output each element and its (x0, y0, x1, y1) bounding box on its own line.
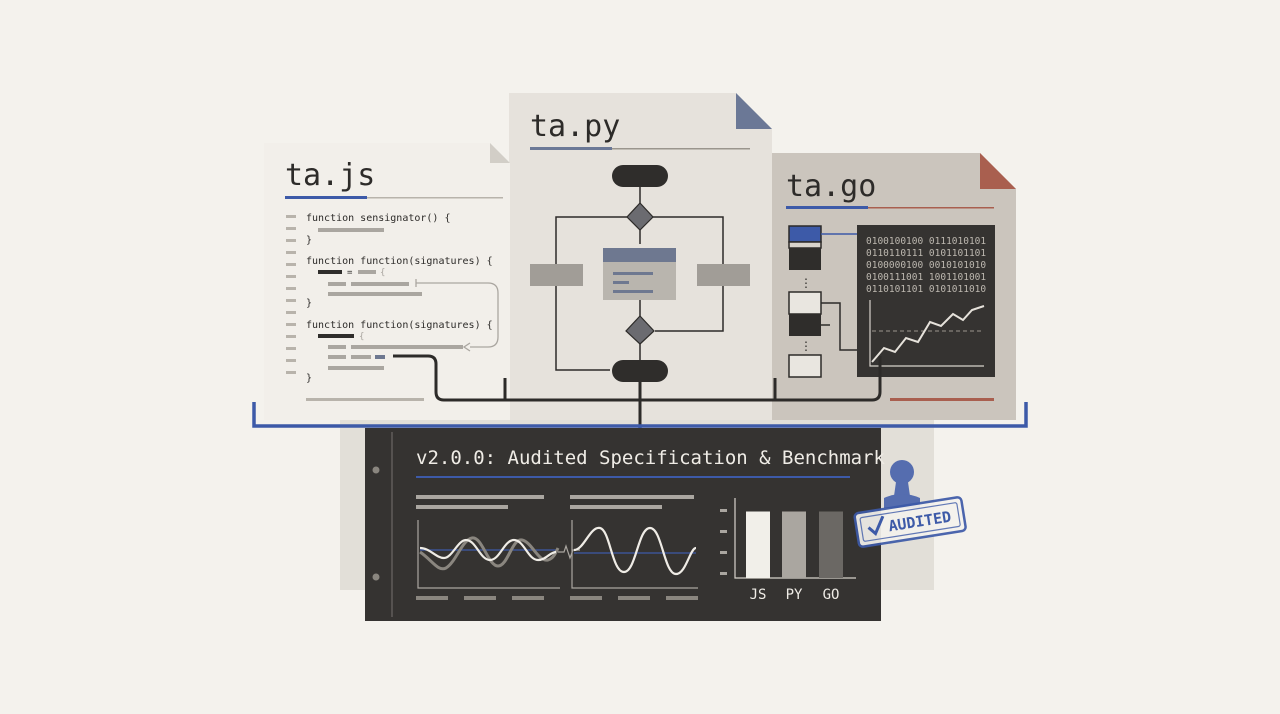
code-brace: { (380, 268, 385, 278)
wave-series-primary (419, 538, 557, 562)
bar-chart-axes (734, 498, 856, 579)
code-operator: = (347, 268, 353, 278)
wave-series-primary (573, 526, 697, 576)
check-icon (867, 515, 885, 537)
terminal-axes (869, 300, 984, 367)
binary-line: 0110110111 0101101101 (866, 248, 986, 259)
bar-js (746, 511, 770, 578)
file-underline-accent (530, 147, 612, 150)
flow-end-node (612, 360, 668, 382)
binary-line: 0100100100 0111010101 (866, 236, 986, 247)
doc-ta-js: ta.js function sensignator() { } functio… (264, 143, 510, 420)
file-underline (868, 207, 994, 209)
binary-line: 0110101101 0101011010 (866, 284, 986, 295)
bar-label-go: GO (823, 587, 840, 603)
code-line: function function(signatures) { (306, 320, 493, 331)
doc-corner-fold (736, 93, 772, 129)
flow-start-node (612, 165, 668, 187)
file-underline-accent (786, 206, 868, 209)
doc-corner-fold (490, 143, 510, 163)
bar-go (819, 511, 843, 578)
doc-footer-bar (306, 398, 424, 401)
file-name-py: ta.py (530, 109, 620, 144)
file-name-js: ta.js (285, 158, 375, 193)
bar-py (782, 511, 806, 578)
binary-line: 0100000100 0010101010 (866, 260, 986, 271)
code-reference-arrow (416, 282, 499, 348)
doc-ta-go: ta.go ⋮ ⋮ 0100100100 0111010101 01101101… (766, 153, 1016, 420)
code-line: } (306, 298, 312, 309)
wave-series-secondary (419, 536, 560, 571)
file-underline (612, 148, 750, 150)
doc-footer-bar (890, 398, 994, 401)
panel-rivet (372, 573, 380, 581)
report-title-underline (416, 476, 850, 478)
report-panel: v2.0.0: Audited Specification & Benchmar… (365, 428, 886, 621)
doc-ta-py: ta.py (509, 93, 772, 420)
bar-label-py: PY (786, 587, 803, 603)
file-underline (367, 197, 503, 199)
terminal-trend-line (871, 305, 985, 363)
file-name-go: ta.go (786, 169, 876, 204)
benchmark-bar-chart: JS PY GO (720, 498, 856, 603)
bar-label-js: JS (750, 587, 767, 603)
connector-lines (393, 354, 882, 428)
doc-corner-fold (980, 153, 1016, 189)
code-gutter (286, 215, 296, 374)
code-line: } (306, 373, 312, 384)
code-line: function function(signatures) { (306, 256, 493, 267)
code-line: } (306, 235, 312, 246)
binary-line: 0100111001 1001101001 (866, 272, 986, 283)
file-underline-accent (285, 196, 367, 199)
memory-blocks: ⋮ ⋮ (788, 225, 857, 378)
svg-text:⋮: ⋮ (800, 276, 812, 290)
code-line: function sensignator() { (306, 213, 451, 224)
code-brace: { (359, 332, 364, 342)
svg-text:⋮: ⋮ (800, 339, 812, 353)
report-title: v2.0.0: Audited Specification & Benchmar… (416, 447, 886, 469)
audited-stamp: AUDITED (853, 460, 967, 548)
panel-rivet (372, 466, 380, 474)
flow-left-node (530, 264, 583, 286)
flowchart (555, 187, 724, 371)
flow-decision-node (625, 315, 655, 345)
flow-decision-node (626, 202, 654, 231)
flow-right-node (697, 264, 750, 286)
